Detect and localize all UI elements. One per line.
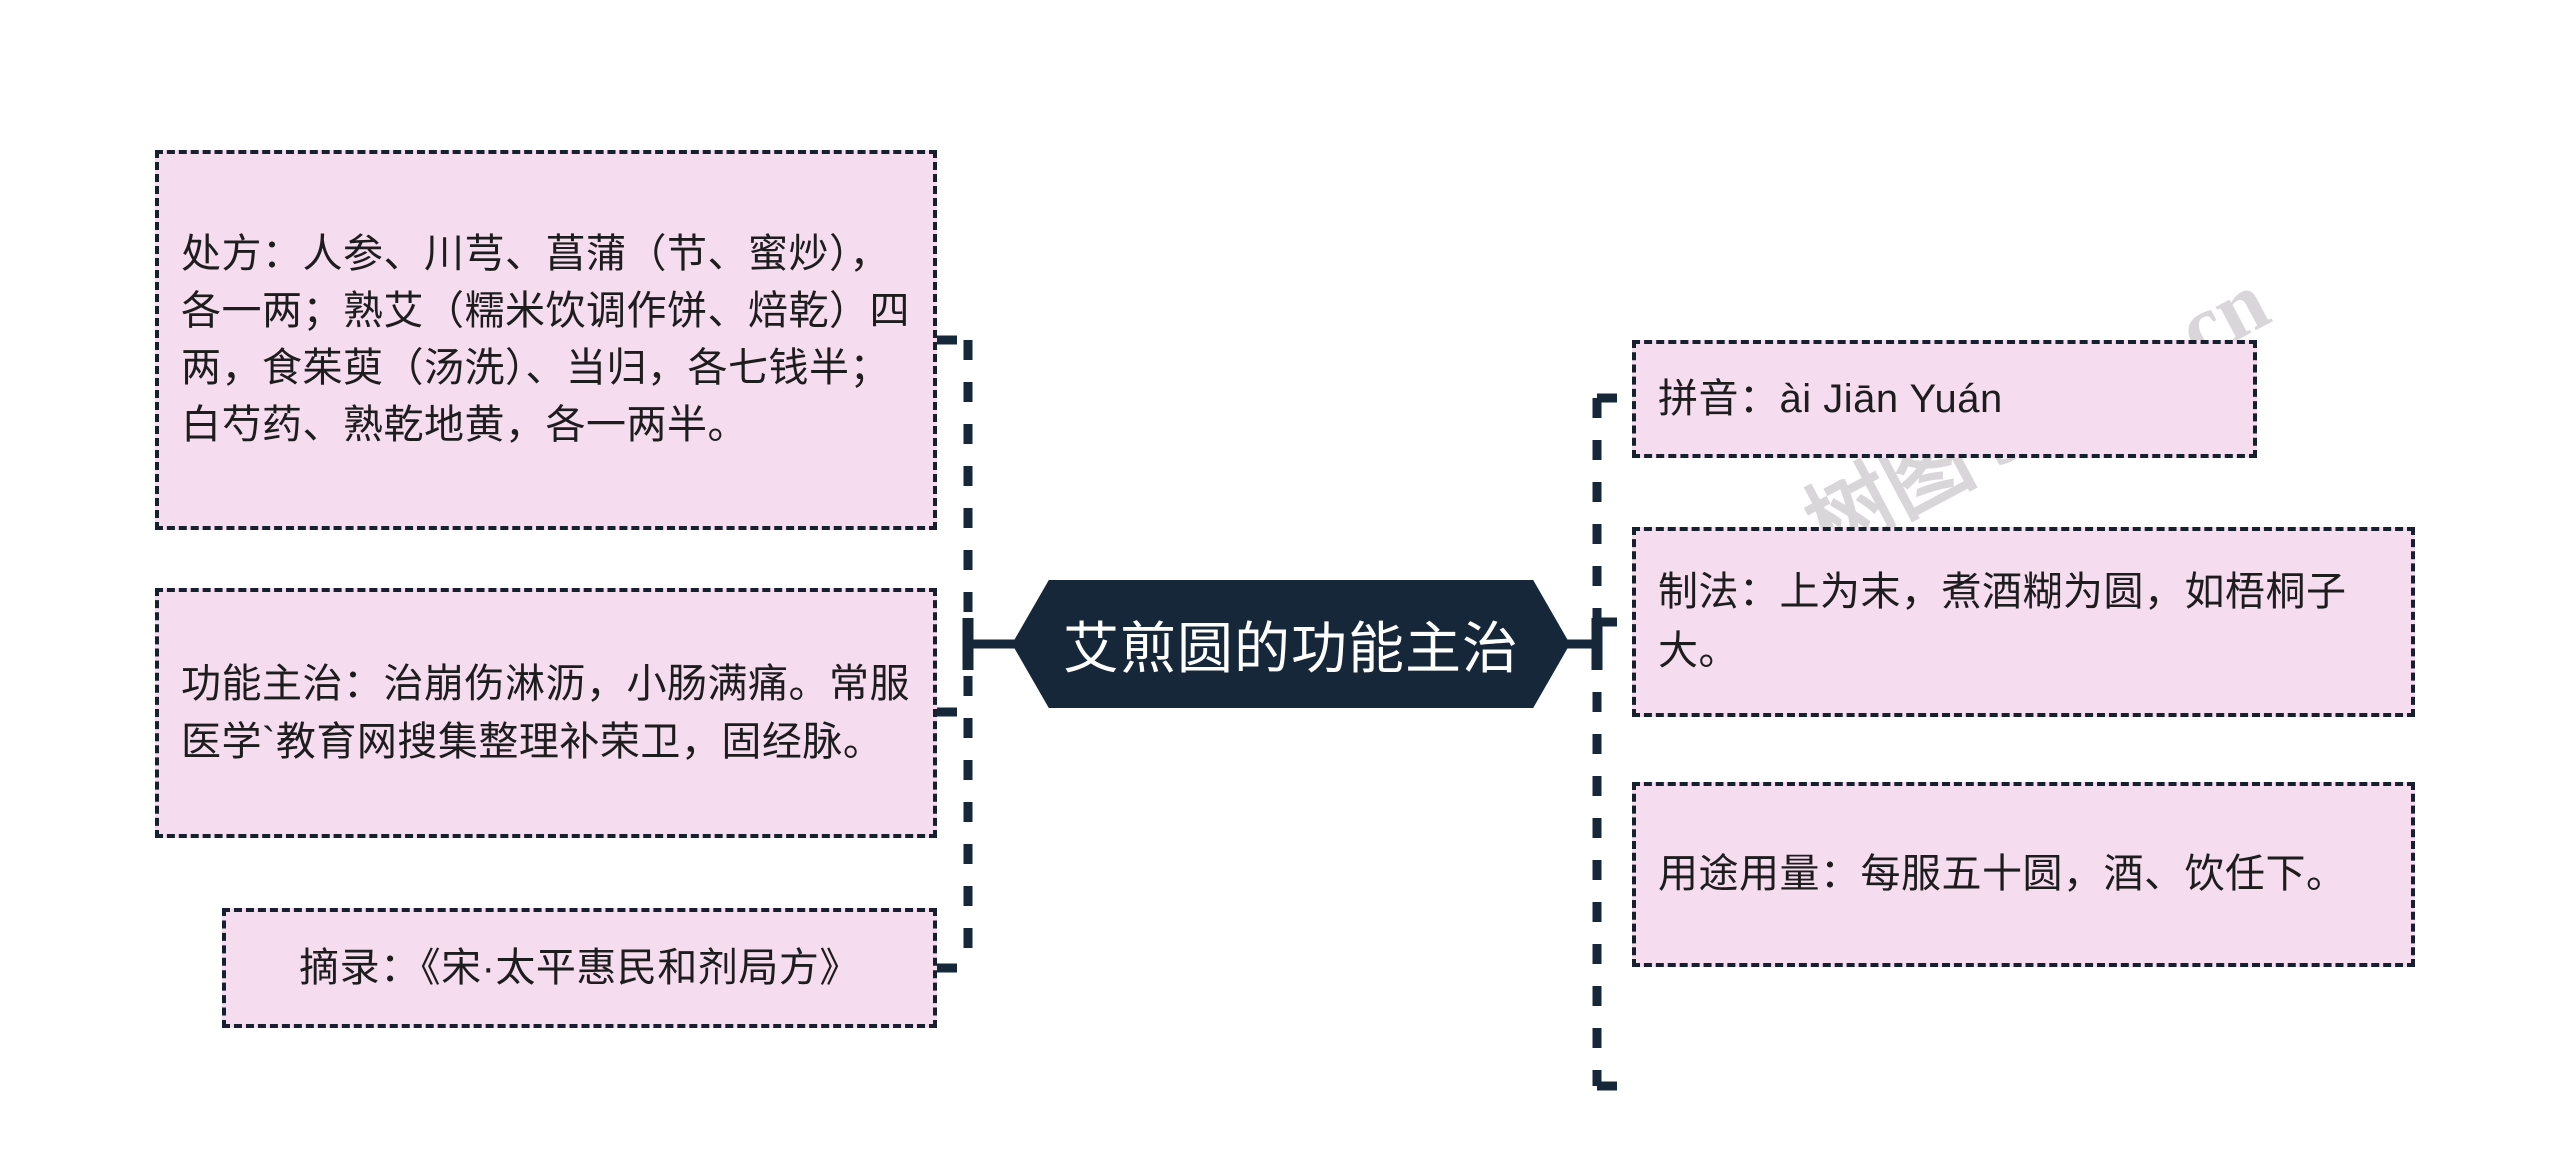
node-indications[interactable]: 功能主治：治崩伤淋沥，小肠满痛。常服医学`教育网搜集整理补荣卫，固经脉。 — [155, 588, 937, 838]
node-pinyin[interactable]: 拼音：ài Jiān Yuán — [1632, 340, 2257, 458]
center-node-label: 艾煎圆的功能主治 — [1063, 616, 1519, 680]
node-pinyin-text: 拼音：ài Jiān Yuán — [1658, 377, 2003, 421]
node-preparation[interactable]: 制法：上为末，煮酒糊为圆，如梧桐子大。 — [1632, 527, 2415, 717]
center-node-hexagon-shape — [1012, 580, 1570, 708]
node-dosage-text: 用途用量：每服五十圆，酒、饮任下。 — [1658, 851, 2347, 896]
center-node[interactable]: 艾煎圆的功能主治 — [1012, 580, 1570, 708]
node-source-text: 摘录：《宋·太平惠民和剂局方》 — [299, 946, 860, 990]
node-prescription-text: 处方：人参、川芎、菖蒲（节、蜜炒），各一两；熟艾（糯米饮调作饼、焙乾）四两，食茱… — [181, 232, 910, 447]
node-preparation-text: 制法：上为末，煮酒糊为圆，如梧桐子大。 — [1658, 569, 2347, 673]
node-indications-text: 功能主治：治崩伤淋沥，小肠满痛。常服医学`教育网搜集整理补荣卫，固经脉。 — [181, 662, 910, 764]
node-source[interactable]: 摘录：《宋·太平惠民和剂局方》 — [222, 908, 937, 1028]
node-prescription[interactable]: 处方：人参、川芎、菖蒲（节、蜜炒），各一两；熟艾（糯米饮调作饼、焙乾）四两，食茱… — [155, 150, 937, 530]
node-dosage[interactable]: 用途用量：每服五十圆，酒、饮任下。 — [1632, 782, 2415, 967]
